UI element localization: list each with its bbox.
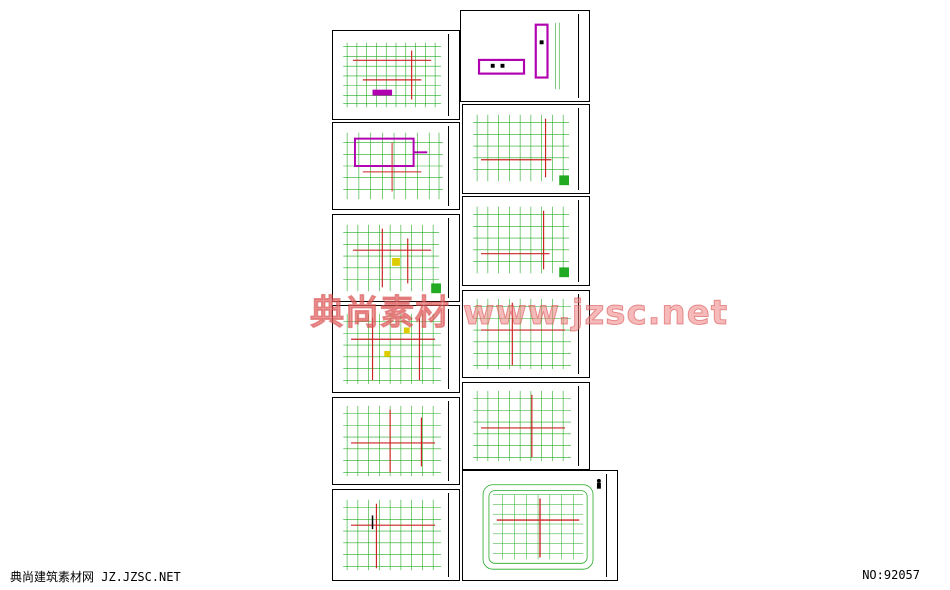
floor-plan-drawing	[473, 390, 571, 462]
drawing-sheet-left-5[interactable]	[332, 397, 460, 485]
floor-plan-drawing	[343, 42, 441, 108]
drawing-sheet-right-5[interactable]	[462, 382, 590, 470]
floor-plan-drawing	[343, 313, 441, 385]
drawing-sheet-right-6[interactable]	[462, 470, 618, 581]
title-block	[448, 401, 456, 481]
drawing-sheet-right-1[interactable]	[460, 10, 590, 102]
site-credit: 典尚建筑素材网 JZ.JZSC.NET	[10, 570, 181, 584]
title-block	[578, 200, 586, 282]
floor-plan-drawing	[473, 114, 570, 186]
drawing-sheet-left-4[interactable]	[332, 305, 460, 393]
title-block	[448, 218, 456, 298]
drawing-sheet-right-3[interactable]	[462, 196, 590, 286]
title-block	[578, 14, 586, 98]
floor-plan-drawing	[343, 499, 441, 571]
watermark-text: 典尚素材 www.jzsc.net	[309, 293, 729, 334]
title-block	[578, 386, 586, 466]
drawing-sheet-left-3[interactable]	[332, 214, 460, 302]
drawing-sheet-left-1[interactable]	[332, 30, 460, 120]
title-block	[448, 309, 456, 389]
drawing-sheet-left-6[interactable]	[332, 489, 460, 581]
title-block	[448, 126, 456, 206]
floor-plan-drawing	[343, 405, 441, 477]
floor-plan-drawing	[343, 132, 443, 200]
floor-plan-drawing	[343, 224, 441, 294]
floor-plan-drawing	[473, 206, 570, 278]
site-plan-drawing	[482, 478, 601, 570]
drawing-sheet-left-2[interactable]	[332, 122, 460, 210]
image-number: NO:92057	[862, 568, 920, 582]
floor-plan-drawing	[473, 298, 571, 370]
drawing-sheet-right-4[interactable]	[462, 290, 590, 378]
title-block	[448, 493, 456, 577]
title-block	[448, 34, 456, 116]
title-block	[606, 474, 614, 577]
drawing-sheet-right-2[interactable]	[462, 104, 590, 194]
title-block	[578, 108, 586, 190]
title-block	[578, 294, 586, 374]
elevation-drawing	[477, 22, 560, 90]
